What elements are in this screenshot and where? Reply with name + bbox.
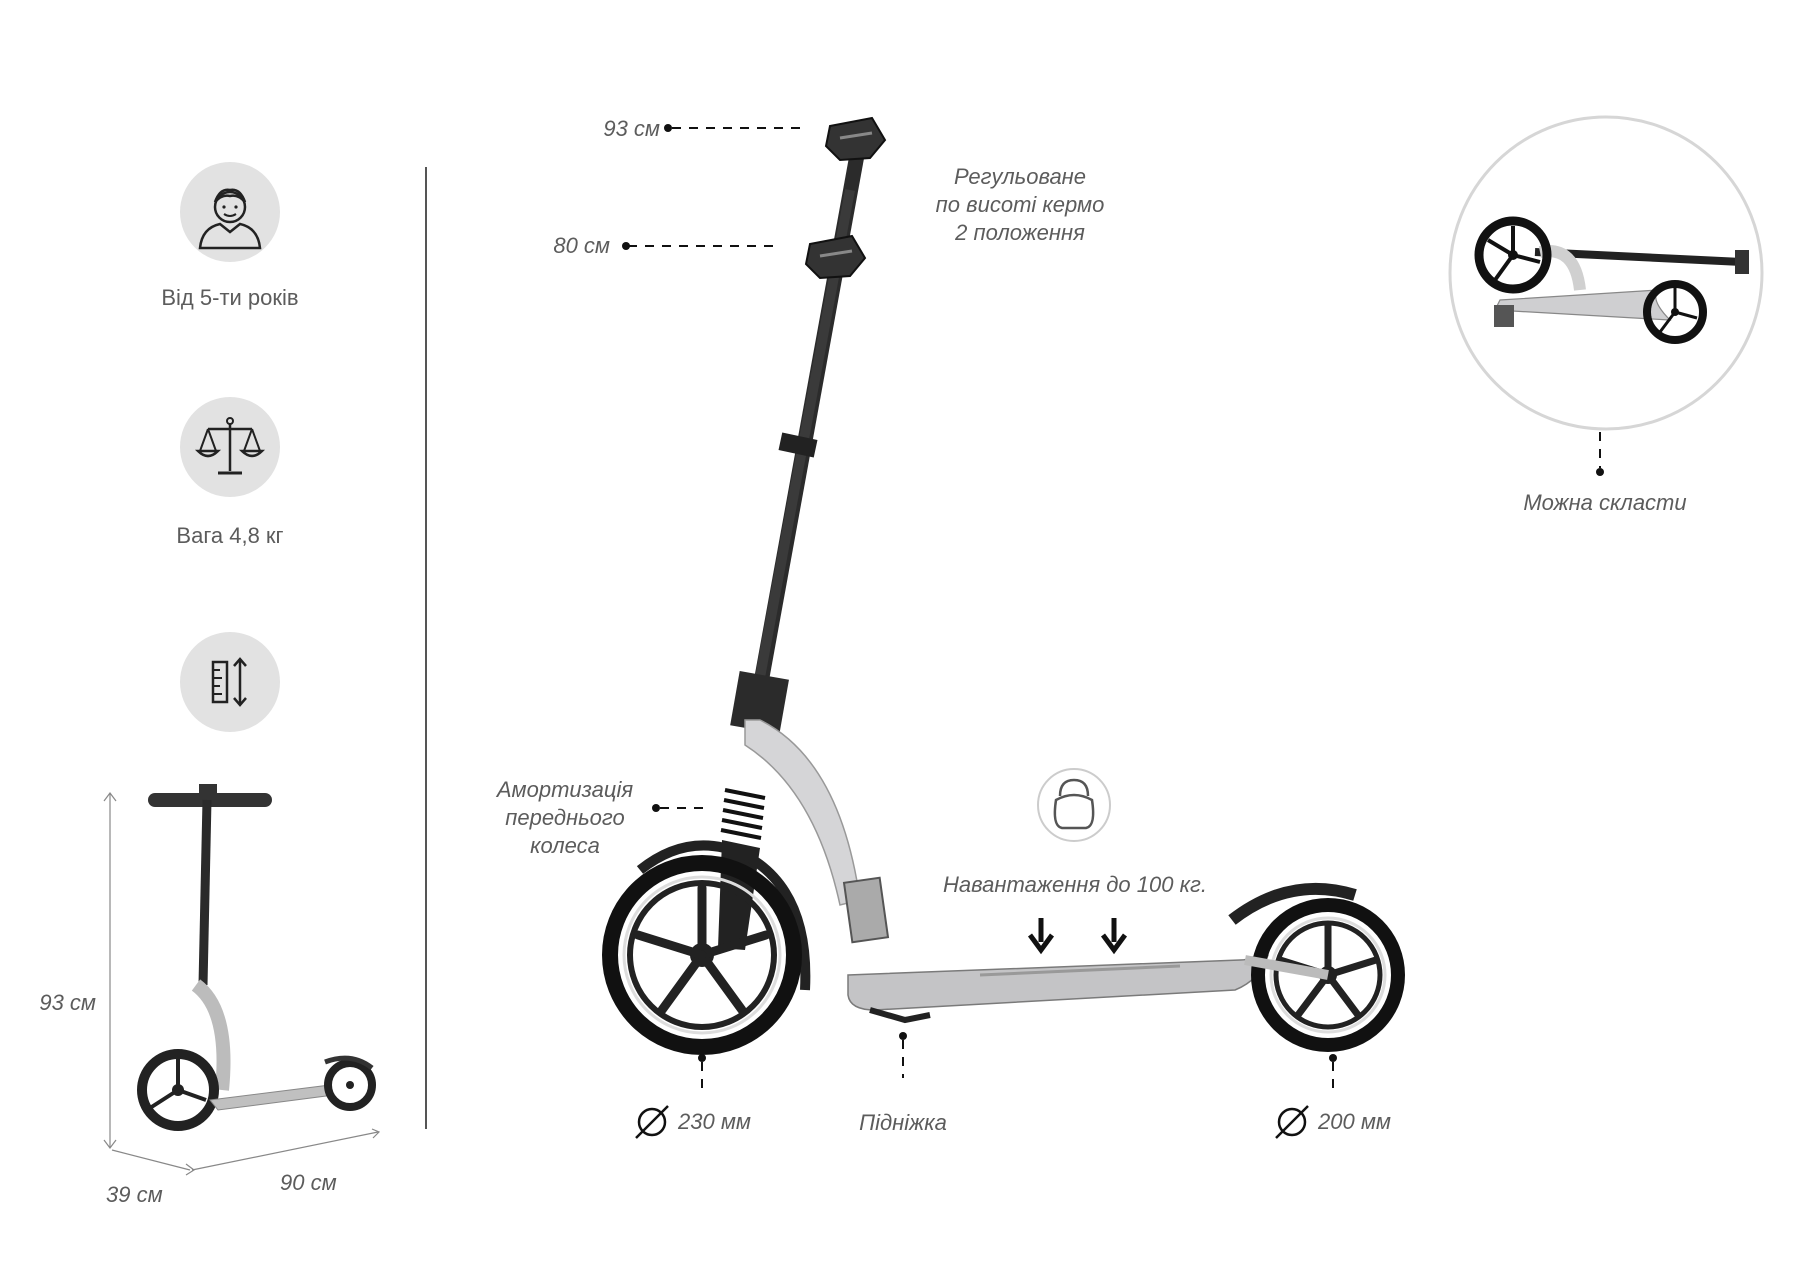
width-dimension-label: 39 см — [106, 1182, 163, 1207]
main-scooter-image — [602, 116, 1405, 1055]
scales-icon — [180, 397, 280, 497]
height-dimension-label: 93 см — [39, 990, 96, 1015]
suspension-caption: Амортизація переднього колеса — [496, 777, 634, 858]
load-capacity-label: Навантаження до 100 кг. — [943, 872, 1207, 897]
age-label: Від 5-ти років — [161, 285, 299, 310]
column-divider — [425, 167, 427, 1129]
kickstand-label: Підніжка — [859, 1110, 947, 1135]
weight-label: Вага 4,8 кг — [176, 523, 284, 548]
load-arrow-icons — [1027, 918, 1128, 955]
ruler-height-icon — [180, 632, 280, 732]
handlebar-caption: Регульоване по висоті кермо 2 положення — [935, 164, 1105, 245]
rear-wheel-size-label: 200 мм — [1318, 1109, 1391, 1134]
handlebar-high-label: 93 см — [603, 116, 660, 141]
child-icon — [180, 162, 280, 262]
leader-lines — [628, 127, 1601, 1095]
front-wheel-size-label: 230 мм — [678, 1109, 751, 1134]
foldable-label: Можна скласти — [1523, 490, 1687, 515]
diameter-icon-front — [635, 1105, 669, 1139]
folded-scooter-image — [1448, 115, 1764, 431]
handlebar-low-label: 80 см — [553, 233, 610, 258]
small-scooter-image — [103, 784, 381, 1176]
kettlebell-icon — [1037, 768, 1111, 842]
diameter-icon-rear — [1275, 1105, 1309, 1139]
length-dimension-label: 90 см — [280, 1170, 337, 1195]
